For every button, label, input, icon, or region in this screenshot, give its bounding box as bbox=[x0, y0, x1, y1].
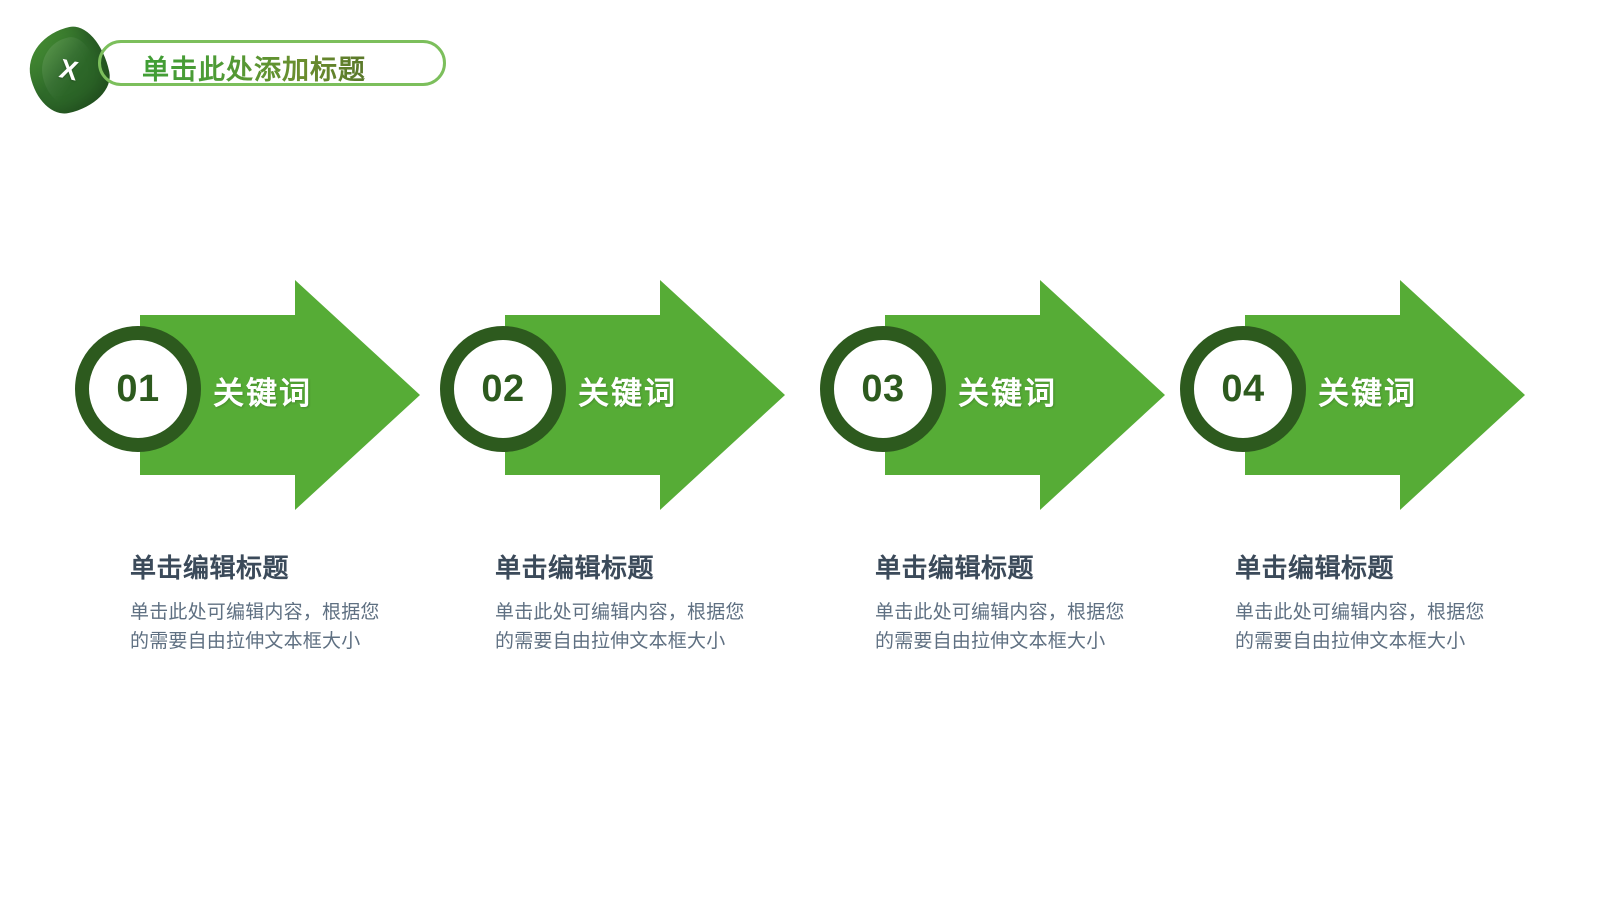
step-caption-4: 单击编辑标题 单击此处可编辑内容，根据您的需要自由拉伸文本框大小 bbox=[1235, 548, 1517, 657]
caption-title-4: 单击编辑标题 bbox=[1235, 553, 1395, 583]
caption-body-4: 单击此处可编辑内容，根据您的需要自由拉伸文本框大小 bbox=[1235, 602, 1485, 652]
arrow-shape-icon bbox=[140, 280, 420, 510]
step-caption-2: 单击编辑标题 单击此处可编辑内容，根据您的需要自由拉伸文本框大小 bbox=[495, 548, 777, 657]
step-number-circle-3: 03 bbox=[820, 326, 946, 452]
step-caption-3: 单击编辑标题 单击此处可编辑内容，根据您的需要自由拉伸文本框大小 bbox=[875, 548, 1157, 657]
step-keyword-4: 关键词 bbox=[1318, 376, 1417, 411]
title-pill-outline bbox=[98, 40, 446, 86]
step-keyword-3: 关键词 bbox=[958, 376, 1057, 411]
arrow-shape-icon bbox=[885, 280, 1165, 510]
arrow-1[interactable]: 01 关键词 bbox=[75, 270, 425, 520]
slide-header: X 单击此处添加标题 bbox=[22, 20, 450, 120]
process-step-4[interactable]: 04 关键词 单击编辑标题 单击此处可编辑内容，根据您的需要自由拉伸文本框大小 bbox=[1180, 0, 1560, 900]
step-keyword-1: 关键词 bbox=[213, 376, 312, 411]
process-step-1[interactable]: 01 关键词 单击编辑标题 单击此处可编辑内容，根据您的需要自由拉伸文本框大小 bbox=[75, 0, 455, 900]
step-number-circle-2: 02 bbox=[440, 326, 566, 452]
step-number-circle-1: 01 bbox=[75, 326, 201, 452]
caption-title-2: 单击编辑标题 bbox=[495, 553, 655, 583]
caption-title-1: 单击编辑标题 bbox=[130, 553, 290, 583]
caption-body-3: 单击此处可编辑内容，根据您的需要自由拉伸文本框大小 bbox=[875, 602, 1125, 652]
page-title: 单击此处添加标题 bbox=[142, 48, 366, 87]
step-number-circle-4: 04 bbox=[1180, 326, 1306, 452]
caption-body-1: 单击此处可编辑内容，根据您的需要自由拉伸文本框大小 bbox=[130, 602, 380, 652]
arrow-2[interactable]: 02 关键词 bbox=[440, 270, 790, 520]
step-number-3: 03 bbox=[861, 368, 905, 410]
step-keyword-2: 关键词 bbox=[578, 376, 677, 411]
arrow-3[interactable]: 03 关键词 bbox=[820, 270, 1170, 520]
process-step-3[interactable]: 03 关键词 单击编辑标题 单击此处可编辑内容，根据您的需要自由拉伸文本框大小 bbox=[820, 0, 1200, 900]
step-caption-1: 单击编辑标题 单击此处可编辑内容，根据您的需要自由拉伸文本框大小 bbox=[130, 548, 412, 657]
arrow-shape-icon bbox=[505, 280, 785, 510]
caption-title-3: 单击编辑标题 bbox=[875, 553, 1035, 583]
step-number-2: 02 bbox=[481, 368, 525, 410]
caption-body-2: 单击此处可编辑内容，根据您的需要自由拉伸文本框大小 bbox=[495, 602, 745, 652]
step-number-4: 04 bbox=[1221, 368, 1265, 410]
arrow-shape-icon bbox=[1245, 280, 1525, 510]
arrow-4[interactable]: 04 关键词 bbox=[1180, 270, 1530, 520]
step-number-1: 01 bbox=[116, 368, 160, 410]
process-step-2[interactable]: 02 关键词 单击编辑标题 单击此处可编辑内容，根据您的需要自由拉伸文本框大小 bbox=[440, 0, 820, 900]
